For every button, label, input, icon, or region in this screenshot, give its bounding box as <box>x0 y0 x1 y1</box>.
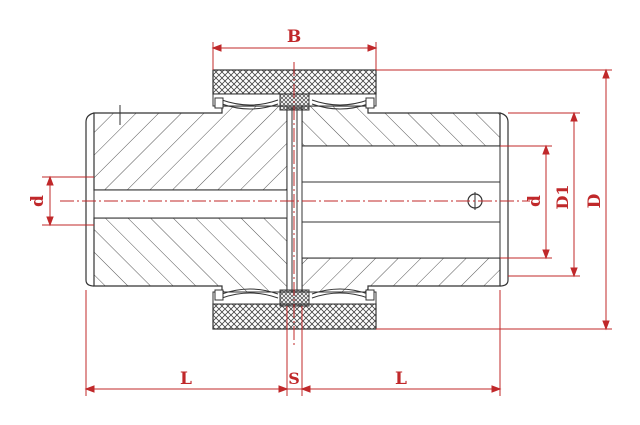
dimension-d-right <box>500 144 552 260</box>
label-L-left: L <box>180 369 192 389</box>
left-hub-lower-section <box>93 217 288 301</box>
left-hub <box>85 105 288 301</box>
center-lines <box>60 62 530 345</box>
left-hub-bore <box>93 189 288 219</box>
left-hub-upper-section <box>93 105 288 191</box>
dimension-D1 <box>508 111 580 278</box>
label-d-left: d <box>28 195 48 207</box>
dimension-d-left <box>42 175 94 227</box>
right-hub-bore <box>301 145 501 259</box>
label-L-right: L <box>395 369 407 389</box>
right-hub-upper-section <box>301 105 501 147</box>
label-d-right: d <box>525 195 545 207</box>
label-D1: D1 <box>553 184 572 209</box>
label-B: B <box>287 27 301 47</box>
label-S: S <box>288 369 300 388</box>
dimensions <box>42 42 612 396</box>
dimension-L-S-L <box>84 290 502 396</box>
dimension-D <box>376 68 612 331</box>
label-D: D <box>585 193 605 208</box>
dimension-B <box>211 42 378 70</box>
right-hub <box>301 105 509 301</box>
